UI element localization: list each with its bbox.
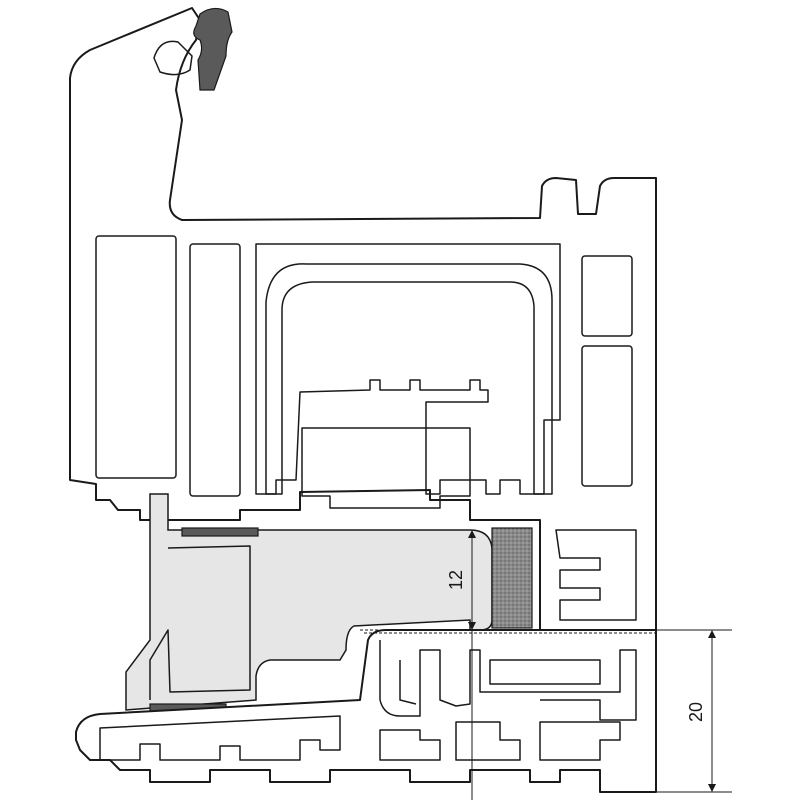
bead-gasket-top: [181, 527, 259, 537]
dimension-20-label: 20: [686, 702, 706, 722]
sash-profile: [69, 7, 657, 631]
glazing-bead: [125, 493, 493, 713]
glass-seal-block: [491, 527, 533, 629]
dimension-12-label: 12: [446, 570, 466, 590]
dimension-20: 20: [656, 629, 732, 793]
frame-right-chambers: [555, 529, 637, 621]
top-gasket: [193, 7, 233, 91]
dimension-12: 12: [446, 530, 476, 800]
